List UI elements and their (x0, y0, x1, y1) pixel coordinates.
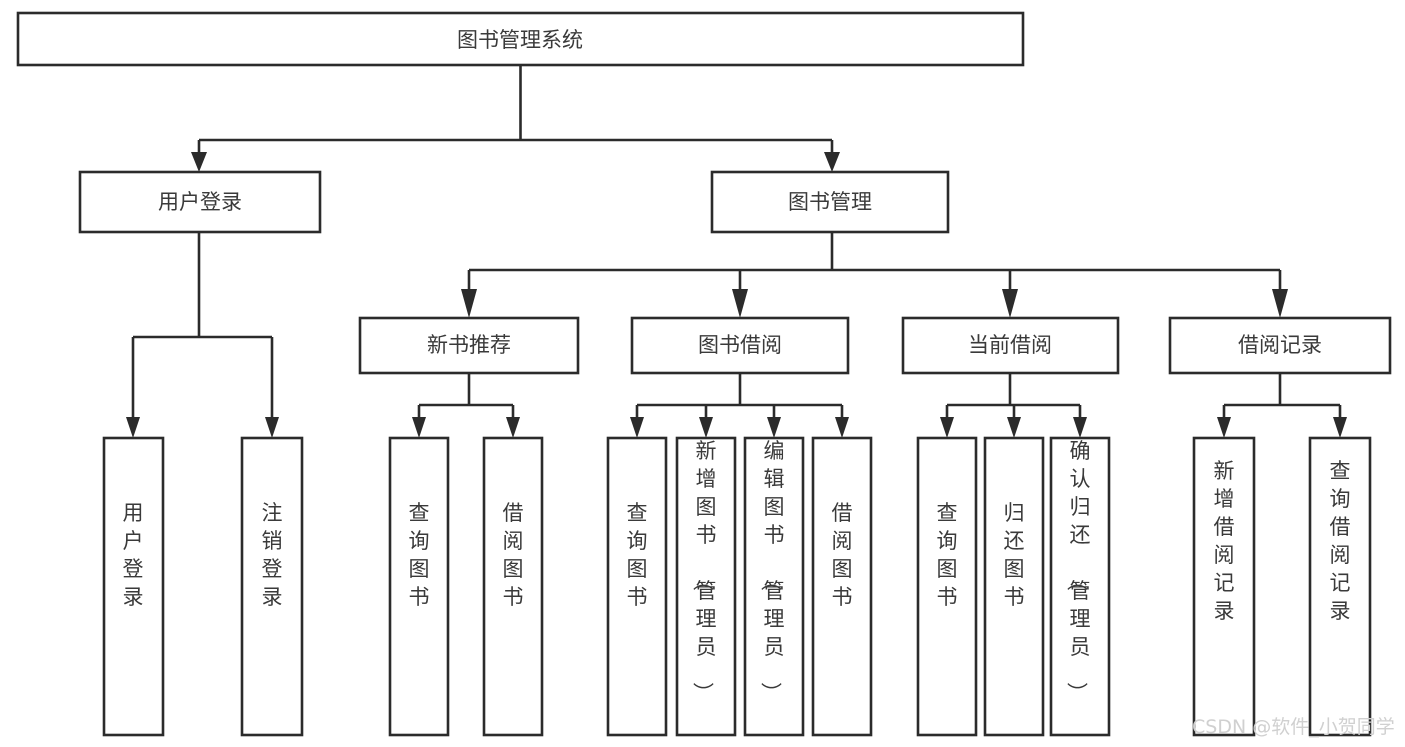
node-leaf-query-book-3[interactable]: 查询图书 (916, 436, 978, 737)
node-leaf-borrow-book-1-box[interactable] (482, 436, 544, 737)
arrowhead-leaf-return-book (1007, 417, 1021, 438)
node-leaf-query-book-2-label: 查询图书 (627, 501, 648, 609)
node-leaf-add-book-box[interactable] (675, 436, 737, 737)
arrowhead-new-book-recommend (461, 289, 477, 318)
node-leaf-add-record[interactable]: 新增借阅记录 (1192, 436, 1256, 737)
connector-layer (126, 65, 1347, 438)
node-leaf-query-book-3-label: 查询图书 (937, 501, 958, 609)
node-leaf-confirm-return-label: 确认归还（管理员） (1065, 439, 1091, 703)
arrowhead-leaf-query-book-2 (630, 417, 644, 438)
node-leaf-user-login[interactable]: 用户登录 (102, 436, 165, 737)
node-leaf-user-logout-label: 注销登录 (262, 501, 283, 609)
arrowhead-leaf-add-book (699, 417, 713, 438)
node-leaf-confirm-return[interactable]: 确认归还（管理员） (1049, 436, 1111, 737)
arrowhead-leaf-query-record (1333, 417, 1347, 438)
csdn-watermark: CSDN @软件_小贺同学 (1192, 716, 1395, 738)
node-leaf-query-book-3-box[interactable] (916, 436, 978, 737)
node-user-login-box[interactable] (78, 170, 322, 234)
node-leaf-edit-book-label: 编辑图书（管理员） (759, 439, 785, 703)
node-leaf-edit-book-box[interactable] (743, 436, 805, 737)
node-leaf-user-login-box[interactable] (102, 436, 165, 737)
node-leaf-query-record-label: 查询借阅记录 (1330, 459, 1351, 623)
arrowhead-leaf-user-login (126, 417, 140, 438)
node-current-borrow-box[interactable] (901, 316, 1120, 375)
arrowhead-leaf-add-record (1217, 417, 1231, 438)
node-book-borrow[interactable]: 图书借阅 (630, 316, 850, 375)
node-current-borrow-label: 当前借阅 (968, 333, 1052, 357)
node-leaf-confirm-return-box[interactable] (1049, 436, 1111, 737)
node-leaf-query-record-box[interactable] (1308, 436, 1372, 737)
node-leaf-query-book-1-box[interactable] (388, 436, 450, 737)
node-leaf-query-book-1-label: 查询图书 (409, 501, 430, 609)
arrowhead-current-borrow (1002, 289, 1018, 318)
node-leaf-return-book-box[interactable] (983, 436, 1045, 737)
node-leaf-query-book-1[interactable]: 查询图书 (388, 436, 450, 737)
node-borrow-record-box[interactable] (1168, 316, 1392, 375)
arrowhead-leaf-query-book-1 (412, 417, 426, 438)
node-borrow-record[interactable]: 借阅记录 (1168, 316, 1392, 375)
node-book-borrow-label: 图书借阅 (698, 333, 782, 357)
node-book-manage[interactable]: 图书管理 (710, 170, 950, 234)
node-leaf-borrow-book-2[interactable]: 借阅图书 (811, 436, 873, 737)
node-leaf-add-record-box[interactable] (1192, 436, 1256, 737)
node-new-book-recommend-box[interactable] (358, 316, 580, 375)
node-leaf-borrow-book-1[interactable]: 借阅图书 (482, 436, 544, 737)
node-leaf-borrow-book-1-label: 借阅图书 (503, 501, 524, 609)
node-root[interactable]: 图书管理系统 (16, 11, 1025, 67)
arrowhead-book-borrow (732, 289, 748, 318)
arrowhead-leaf-edit-book (767, 417, 781, 438)
node-borrow-record-label: 借阅记录 (1238, 333, 1322, 357)
node-root-box[interactable] (16, 11, 1025, 67)
arrowhead-user-login (191, 152, 207, 172)
node-leaf-user-login-label: 用户登录 (123, 501, 144, 609)
node-leaf-user-logout-box[interactable] (240, 436, 304, 737)
arrowhead-borrow-record (1272, 289, 1288, 318)
node-leaf-return-book-label: 归还图书 (1004, 501, 1025, 609)
node-leaf-add-book[interactable]: 新增图书（管理员） (675, 436, 737, 737)
node-current-borrow[interactable]: 当前借阅 (901, 316, 1120, 375)
node-new-book-recommend[interactable]: 新书推荐 (358, 316, 580, 375)
leaf-nodes-layer: 用户登录 注销登录 查询图书 借阅图书 查询图书 新增图书（管理员） (102, 436, 1372, 737)
node-book-borrow-box[interactable] (630, 316, 850, 375)
arrowhead-leaf-borrow-book-1 (506, 417, 520, 438)
node-leaf-add-book-label: 新增图书（管理员） (691, 439, 717, 703)
node-leaf-borrow-book-2-label: 借阅图书 (832, 501, 853, 609)
node-leaf-query-book-2[interactable]: 查询图书 (606, 436, 668, 737)
node-user-login[interactable]: 用户登录 (78, 170, 322, 234)
arrowhead-leaf-borrow-book-2 (835, 417, 849, 438)
node-leaf-add-record-label: 新增借阅记录 (1214, 459, 1235, 623)
node-book-manage-box[interactable] (710, 170, 950, 234)
node-book-manage-label: 图书管理 (788, 190, 872, 214)
arrowhead-leaf-confirm-return (1073, 417, 1087, 438)
node-leaf-query-record[interactable]: 查询借阅记录 (1308, 436, 1372, 737)
arrowhead-leaf-query-book-3 (940, 417, 954, 438)
arrowhead-leaf-user-logout (265, 417, 279, 438)
node-leaf-user-logout[interactable]: 注销登录 (240, 436, 304, 737)
arrowhead-book-manage (824, 152, 840, 172)
node-leaf-return-book[interactable]: 归还图书 (983, 436, 1045, 737)
node-user-login-label: 用户登录 (158, 190, 242, 214)
node-new-book-recommend-label: 新书推荐 (427, 333, 511, 357)
node-leaf-edit-book[interactable]: 编辑图书（管理员） (743, 436, 805, 737)
node-root-label: 图书管理系统 (457, 28, 583, 52)
node-leaf-borrow-book-2-box[interactable] (811, 436, 873, 737)
node-leaf-query-book-2-box[interactable] (606, 436, 668, 737)
